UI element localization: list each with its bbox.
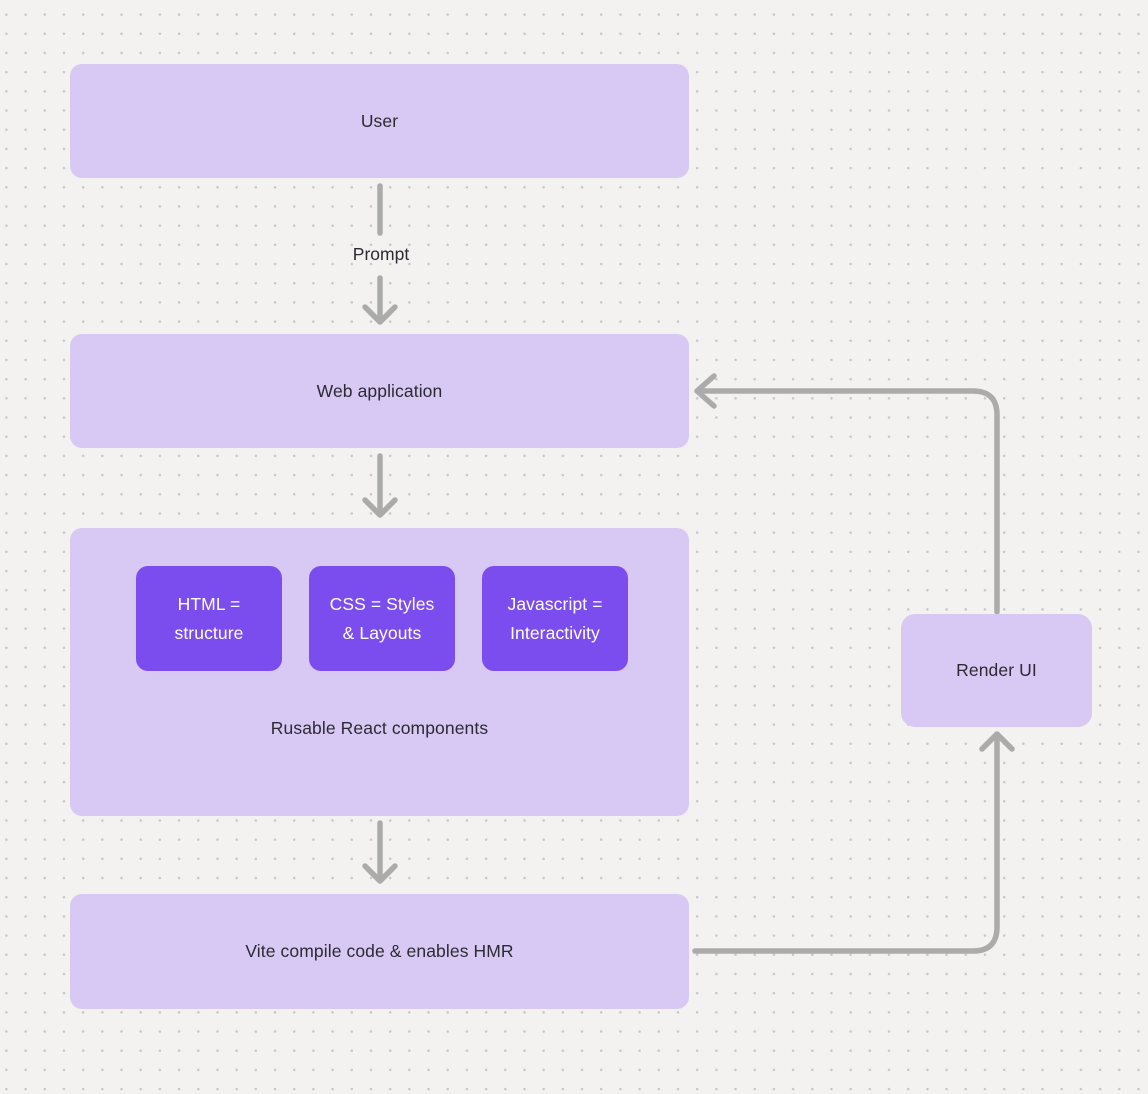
edge-render-shaft xyxy=(699,388,1000,615)
node-render-ui: Render UI xyxy=(901,614,1092,727)
arrowhead-left-icon xyxy=(694,373,717,409)
card-javascript: Javascript = Interactivity xyxy=(482,566,628,671)
card-javascript-line2: Interactivity xyxy=(510,622,600,643)
arrowhead-down-icon xyxy=(362,304,398,325)
card-css-line2: & Layouts xyxy=(342,622,422,643)
edge-vite-to-render xyxy=(692,731,1015,954)
node-web-application: Web application xyxy=(70,334,689,448)
node-vite: Vite compile code & enables HMR xyxy=(70,894,689,1009)
component-card-row: HTML = structure CSS = Styles & Layouts … xyxy=(136,566,628,671)
card-css-line1: CSS = Styles xyxy=(329,593,435,614)
card-html: HTML = structure xyxy=(136,566,282,671)
card-html-line1: HTML = xyxy=(177,593,241,614)
node-user-label: User xyxy=(360,110,399,131)
node-render-ui-label: Render UI xyxy=(956,660,1037,680)
edge-label-prompt: Prompt xyxy=(352,244,410,264)
node-user: User xyxy=(70,64,689,178)
node-components-group: HTML = structure CSS = Styles & Layouts … xyxy=(70,528,689,816)
card-javascript-line1: Javascript = xyxy=(507,593,603,614)
node-web-application-label: Web application xyxy=(316,380,443,401)
card-html-line2: structure xyxy=(174,622,244,643)
node-vite-label: Vite compile code & enables HMR xyxy=(245,941,514,961)
card-css: CSS = Styles & Layouts xyxy=(309,566,455,671)
edge-web-to-group xyxy=(362,453,398,518)
arrowhead-up-icon xyxy=(979,731,1015,752)
edge-render-to-web xyxy=(694,373,1000,615)
components-group-caption: Rusable React components xyxy=(270,718,489,738)
arrowhead-down-icon xyxy=(362,863,398,884)
edge-vite-shaft xyxy=(692,736,1000,954)
edge-group-to-vite xyxy=(362,820,398,884)
arrowhead-down-icon xyxy=(362,497,398,518)
